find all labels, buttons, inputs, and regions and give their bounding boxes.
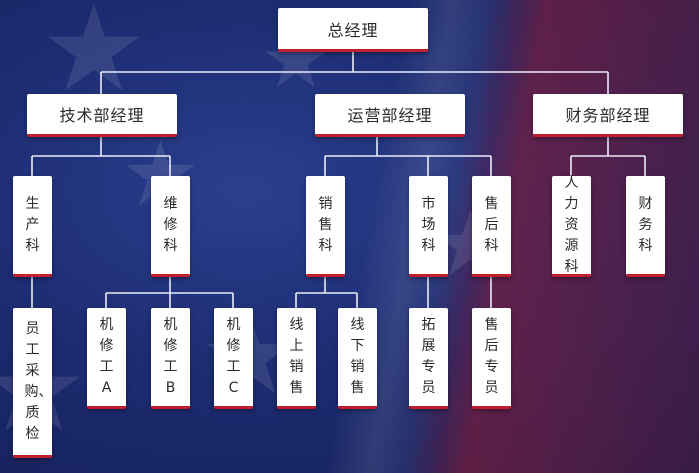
- node-market: 市场科: [409, 176, 448, 277]
- node-production: 生产科: [13, 176, 52, 277]
- node-mechanic-a: 机修工A: [87, 308, 126, 409]
- node-label: 技术部经理: [59, 106, 145, 125]
- node-label: 市场科: [421, 195, 436, 254]
- node-label: 机修工A: [99, 317, 114, 396]
- node-finance: 财务科: [626, 176, 665, 277]
- node-after-sales-staff: 售后专员: [472, 308, 511, 409]
- node-label: 拓展专员: [421, 317, 436, 396]
- node-after-sales: 售后科: [472, 176, 511, 277]
- node-maintenance: 维修科: [151, 176, 190, 277]
- star-decoration: ★: [40, 0, 148, 119]
- node-label: 财务部经理: [565, 106, 651, 125]
- node-mechanic-b: 机修工B: [151, 308, 190, 409]
- node-label: 售后专员: [484, 317, 499, 396]
- node-label: 员工采购、质检: [24, 320, 53, 442]
- node-label: 线下销售: [350, 317, 365, 396]
- node-label: 维修科: [163, 195, 178, 254]
- node-hr: 人力资源科: [552, 174, 591, 277]
- node-ops-manager: 运营部经理: [315, 94, 465, 137]
- node-label: 销售科: [318, 195, 333, 254]
- node-tech-manager: 技术部经理: [27, 94, 177, 137]
- node-label: 财务科: [638, 195, 653, 254]
- node-label: 运营部经理: [347, 106, 433, 125]
- node-online-sales: 线上销售: [277, 308, 316, 409]
- node-offline-sales: 线下销售: [338, 308, 377, 409]
- node-purchasing-qc: 员工采购、质检: [13, 308, 53, 458]
- node-expansion: 拓展专员: [409, 308, 448, 409]
- node-label: 售后科: [484, 195, 499, 254]
- node-label: 人力资源科: [564, 174, 579, 275]
- node-sales: 销售科: [306, 176, 345, 277]
- node-label: 机修工C: [226, 317, 241, 396]
- node-label: 线上销售: [289, 317, 304, 396]
- node-fin-manager: 财务部经理: [533, 94, 683, 137]
- node-ceo: 总经理: [278, 8, 428, 52]
- node-label: 机修工B: [163, 317, 178, 396]
- node-label: 生产科: [25, 195, 40, 254]
- node-mechanic-c: 机修工C: [214, 308, 253, 409]
- node-label: 总经理: [327, 20, 379, 40]
